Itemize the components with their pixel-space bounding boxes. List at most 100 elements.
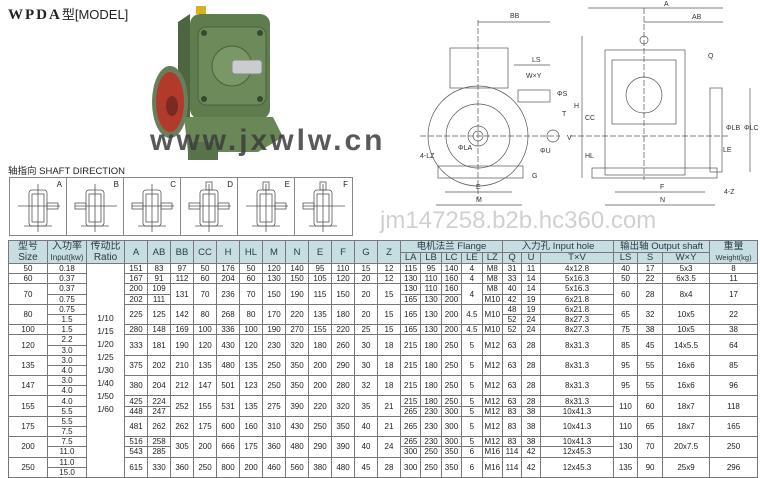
table-cell: 190 xyxy=(285,283,309,305)
header-a: A xyxy=(124,240,148,264)
table-cell: M10 xyxy=(481,293,504,305)
table-cell: 70 xyxy=(193,283,217,305)
table-cell: 16x6 xyxy=(662,354,711,377)
table-cell: 448 xyxy=(124,405,148,417)
table-cell: 380 xyxy=(308,456,332,478)
table-cell: 35 xyxy=(354,395,378,417)
table-cell: 5 xyxy=(461,405,483,417)
table-cell: 375 xyxy=(124,354,148,377)
table-cell: 265 xyxy=(399,415,422,438)
table-cell: M8 xyxy=(481,273,504,285)
header-g: G xyxy=(354,240,378,264)
table-cell: 125 xyxy=(147,303,171,326)
table-cell: 96 xyxy=(709,375,759,397)
table-cell: 4.5 xyxy=(461,303,483,326)
table-cell: 10x5 xyxy=(662,324,711,336)
shaft-direction-diagrams: A B C D E F xyxy=(9,177,353,236)
table-cell: 215 xyxy=(399,334,422,356)
table-cell: 114 xyxy=(502,446,523,458)
table-cell: 38 xyxy=(637,324,664,336)
table-cell: 18x7 xyxy=(662,395,711,417)
table-cell: 140 xyxy=(440,262,463,275)
table-cell: 63 xyxy=(502,354,523,377)
table-cell: 52 xyxy=(502,313,523,326)
table-cell: 115 xyxy=(399,262,422,275)
table-cell: 15 xyxy=(377,324,401,336)
table-cell: 268 xyxy=(216,303,240,326)
table-cell: 21 xyxy=(377,415,401,438)
table-cell: 230 xyxy=(420,415,442,438)
table-cell: 236 xyxy=(216,283,240,305)
table-cell: 11.0 xyxy=(47,446,87,458)
shaft-direction-c: C xyxy=(124,178,181,235)
ratio-value: 1/20 xyxy=(97,339,114,349)
header-lz: LZ xyxy=(481,251,504,264)
table-cell: 28 xyxy=(521,354,542,377)
table-cell: 180 xyxy=(420,375,442,397)
table-cell: 120 xyxy=(331,273,355,285)
table-cell: 6 xyxy=(461,446,483,458)
table-cell: 350 xyxy=(440,456,463,478)
dimension-label-n: N xyxy=(660,197,665,204)
table-cell: 666 xyxy=(216,436,240,458)
table-cell: 11 xyxy=(521,262,542,275)
table-cell: 175 xyxy=(239,436,263,458)
table-cell: 147 xyxy=(8,375,48,397)
table-cell: 560 xyxy=(285,456,309,478)
table-cell: 200 xyxy=(440,324,463,336)
table-cell: 110 xyxy=(613,415,639,438)
table-cell: 270 xyxy=(285,324,309,336)
table-cell: 38 xyxy=(709,324,759,336)
table-cell: 151 xyxy=(124,262,148,275)
table-cell: 55 xyxy=(637,375,664,397)
table-cell: 42 xyxy=(521,446,542,458)
table-cell: 0.37 xyxy=(47,273,87,285)
table-cell: 4 xyxy=(461,273,483,285)
table-cell: 20 xyxy=(354,303,378,326)
table-cell: 140 xyxy=(285,262,309,275)
table-cell: 100 xyxy=(239,324,263,336)
table-cell: 5 xyxy=(461,375,483,397)
table-cell: 148 xyxy=(147,324,171,336)
table-cell: 200 xyxy=(8,436,48,458)
table-cell: M10 xyxy=(481,303,504,326)
header-le: LE xyxy=(461,251,483,264)
table-cell: 38 xyxy=(521,436,542,448)
table-cell: 32 xyxy=(354,375,378,397)
table-cell: 5.5 xyxy=(47,415,87,428)
table-cell: 215 xyxy=(399,395,422,407)
table-cell: 135 xyxy=(8,354,48,377)
table-cell: 16x6 xyxy=(662,375,711,397)
table-cell: 480 xyxy=(331,456,355,478)
table-cell: 28 xyxy=(521,395,542,407)
dimension-label-cc: CC xyxy=(585,115,595,122)
table-cell: 180 xyxy=(420,334,442,356)
header-lb: LB xyxy=(420,251,442,264)
table-cell: 350 xyxy=(285,354,309,377)
table-cell: 130 xyxy=(399,273,422,285)
table-cell: 19 xyxy=(521,293,542,305)
header-n: N xyxy=(285,240,309,264)
table-cell: 220 xyxy=(285,303,309,326)
table-cell: 5 xyxy=(461,415,483,438)
table-cell: 296 xyxy=(709,456,759,478)
table-cell: 181 xyxy=(147,334,171,356)
table-cell: 6 xyxy=(461,456,483,478)
table-cell: 110 xyxy=(420,283,442,295)
table-cell: 280 xyxy=(124,324,148,336)
table-cell: M12 xyxy=(481,405,504,417)
header-e: E xyxy=(308,240,332,264)
table-cell: 250 xyxy=(420,446,442,458)
table-cell: 320 xyxy=(331,395,355,417)
table-cell: 21 xyxy=(377,395,401,417)
shaft-direction-b: B xyxy=(67,178,124,235)
table-cell: 40 xyxy=(502,283,523,295)
gearbox-photo xyxy=(152,6,283,160)
table-cell: 6x21.8 xyxy=(540,293,615,305)
